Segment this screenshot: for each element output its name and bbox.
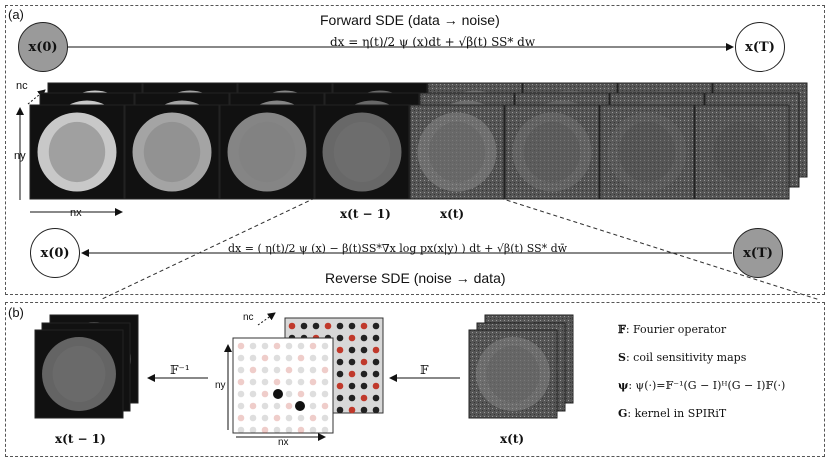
axis-nc-arrow-b bbox=[257, 312, 276, 326]
label-xt-b: x(t) bbox=[500, 432, 525, 446]
axis-nx-b: nx bbox=[278, 437, 289, 448]
fourier-op: 𝔽 bbox=[420, 363, 429, 377]
legend-text: : kernel in SPIRiT bbox=[627, 407, 727, 420]
legend-row: G: kernel in SPIRiT bbox=[618, 407, 726, 420]
brain-frame bbox=[504, 104, 600, 200]
forward-sde-title: Forward SDE (data → noise) bbox=[320, 12, 500, 28]
brain-frame bbox=[409, 104, 505, 200]
node-x0-reverse-label: x(0) bbox=[40, 245, 70, 261]
kernel-center-dot bbox=[295, 401, 305, 411]
legend-text: : Fourier operator bbox=[625, 323, 727, 336]
kspace-front-layer bbox=[232, 337, 334, 434]
legend-symbol: S bbox=[618, 351, 626, 364]
node-x0-forward-label: x(0) bbox=[28, 39, 58, 55]
forward-sde-equation: dx = η(t)/2 ψ (x)dt + √β(t) SS* dw bbox=[330, 35, 536, 49]
brain-frame bbox=[599, 104, 695, 200]
legend-row: 𝔽: Fourier operator bbox=[618, 323, 726, 336]
zoom-line-left bbox=[99, 197, 316, 301]
zoom-line-right bbox=[499, 197, 821, 301]
panel-b bbox=[5, 302, 825, 457]
panel-a bbox=[5, 5, 825, 295]
panel-b-label: (b) bbox=[8, 305, 24, 320]
legend-row: S: coil sensitivity maps bbox=[618, 351, 746, 364]
brain-b-left bbox=[34, 329, 124, 419]
node-xT-forward-label: x(T) bbox=[745, 39, 775, 55]
node-xT-forward: x(T) bbox=[735, 22, 785, 72]
brain-b-right bbox=[468, 329, 558, 419]
legend-row: ψ: ψ(·)=𝔽⁻¹(G − I)ᴴ(G − I)𝔽(·) bbox=[618, 379, 785, 392]
legend-symbol: G bbox=[618, 407, 628, 420]
node-xT-reverse-label: x(T) bbox=[743, 245, 773, 261]
legend-text: : ψ(·)=𝔽⁻¹(G − I)ᴴ(G − I)𝔽(·) bbox=[628, 379, 786, 392]
legend-text: : coil sensitivity maps bbox=[625, 351, 747, 364]
label-xt-minus-1-b: x(t − 1) bbox=[55, 432, 106, 446]
legend-symbol: 𝔽 bbox=[618, 323, 626, 336]
node-x0-forward: x(0) bbox=[18, 22, 68, 72]
kernel-center-dot bbox=[273, 389, 283, 399]
kspace-front-dots bbox=[237, 342, 329, 434]
brain-frame bbox=[314, 104, 410, 200]
reverse-sde-equation: dx = ( η(t)/2 ψ (x) − β(t)SS*∇x log px(x… bbox=[228, 242, 568, 255]
legend-symbol: ψ bbox=[618, 379, 629, 392]
label-xt-minus-1-a: x(t − 1) bbox=[340, 207, 391, 221]
panel-a-label: (a) bbox=[8, 7, 24, 22]
inverse-fourier-op: 𝔽⁻¹ bbox=[170, 363, 190, 377]
brain-frame bbox=[219, 104, 315, 200]
node-x0-reverse: x(0) bbox=[30, 228, 80, 278]
axis-nc-a: nc bbox=[16, 80, 28, 92]
axis-ny-b: ny bbox=[215, 380, 226, 391]
node-xT-reverse: x(T) bbox=[733, 228, 783, 278]
brain-frame bbox=[124, 104, 220, 200]
label-xt-a: x(t) bbox=[440, 207, 465, 221]
brain-frame bbox=[694, 104, 790, 200]
brain-frame bbox=[29, 104, 125, 200]
reverse-sde-title: Reverse SDE (noise → data) bbox=[325, 270, 506, 286]
axis-nc-b: nc bbox=[243, 312, 254, 323]
axis-nx-a: nx bbox=[70, 207, 82, 219]
